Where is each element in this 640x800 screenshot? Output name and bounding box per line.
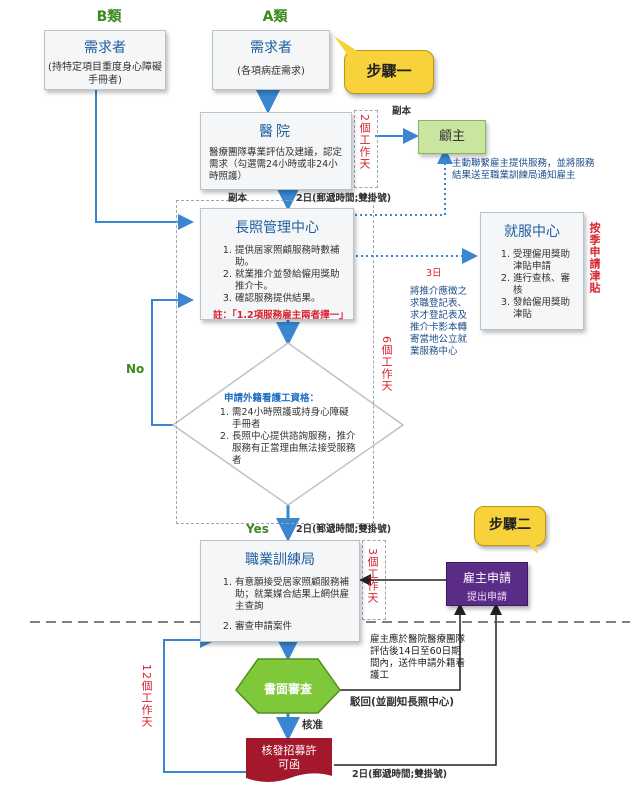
demand-a-title: 需求者 — [250, 40, 292, 56]
transfer-2: 2日(郵遞時間;雙掛號) — [296, 524, 392, 535]
arrow-twelve-day-loop — [163, 632, 246, 773]
arrow-permit-to-apply — [334, 603, 502, 766]
ltc-dashed-frame — [176, 200, 374, 524]
six-days: 6個工作天 — [380, 336, 393, 392]
training-bureau-box[interactable]: 職業訓練局 有意願接受居家照顧服務補助；就業媒合結果上網供雇主查詢 審查申請案件 — [200, 540, 360, 642]
employer-box[interactable]: 顧主 — [418, 120, 486, 154]
permit-label: 核發招募許可函 — [261, 744, 317, 771]
step2-pointer — [520, 536, 538, 554]
arrow-b-to-ltc — [95, 89, 194, 230]
training-item-1: 有意願接受居家照顧服務補助；就業媒合結果上網供雇主查詢 — [235, 577, 353, 613]
referral-note: 將推介應徵之求職登記表、求才登記表及推介卡影本轉寄當地公立就業服務中心 — [410, 286, 468, 357]
qualification-diamond — [171, 342, 405, 506]
qualification-item-2: 長照中心提供諮詢服務，推介服務有正當理由無法接受服務者 — [232, 431, 358, 467]
qualification-title: 申請外籍看護工資格： — [224, 393, 320, 404]
approve-label: 核准 — [302, 719, 323, 731]
copy-label-2: 副本 — [228, 193, 248, 204]
permit-document-shape — [246, 738, 332, 782]
ltc-note: 註：「1.2項服務雇主兩者擇一」 — [213, 310, 349, 321]
yes-label: Yes — [246, 522, 269, 536]
class-a-label: A類 — [262, 9, 288, 25]
employer-note: 主動聯繫雇主提供服務，並將服務結果送至職業訓練局通知雇主 — [452, 158, 595, 181]
hospital-days-frame — [354, 110, 378, 188]
hospital-days: 2個工作天 — [358, 114, 371, 170]
training-item-2: 審查申請案件 — [235, 621, 353, 633]
arrow-reject-to-apply — [340, 603, 466, 691]
review-hexagon — [235, 658, 341, 714]
ltc-item-3: 確認服務提供結果。 — [235, 293, 347, 305]
twelve-days: 12個工作天 — [140, 664, 153, 728]
apply-subsidy: 按季申請津貼 — [588, 222, 601, 294]
demand-a-box[interactable]: 需求者 (各項病症需求) — [212, 30, 330, 90]
step1-pointer — [334, 36, 362, 61]
employment-item-2: 進行查核、審核 — [513, 273, 579, 297]
no-label: No — [126, 362, 145, 376]
ltc-center-title: 長照管理中心 — [235, 220, 319, 236]
hospital-title: 醫院 — [259, 124, 293, 140]
ltc-item-2: 就業推介並發給僱用獎助推介卡。 — [235, 269, 347, 293]
qualification-item-1: 需24小時照護或持身心障礙手冊者 — [232, 407, 358, 431]
hospital-desc: 醫療團隊專業評估及建議，認定需求（勾選需24小時或非24小時照護） — [209, 147, 343, 182]
employment-center-box[interactable]: 就服中心 受理僱用獎助津貼申請 進行查核、審核 發給僱用獎助津貼 — [480, 212, 584, 330]
ltc-center-box[interactable]: 長照管理中心 提供居家照顧服務時數補助。 就業推介並發給僱用獎助推介卡。 確認服… — [200, 208, 354, 321]
training-bureau-title: 職業訓練局 — [245, 552, 315, 568]
three-days: 3日 — [426, 268, 442, 279]
training-days: 3個工作天 — [366, 548, 379, 604]
step2-label: 步驟二 — [489, 517, 531, 533]
employer-apply-sub: 提出申請 — [467, 592, 507, 603]
reject-label: 駁回(並副知長照中心) — [350, 696, 455, 708]
training-days-frame — [362, 540, 386, 620]
employer-apply-box[interactable]: 雇主申請 提出申請 — [446, 562, 528, 606]
employment-center-title: 就服中心 — [504, 224, 560, 240]
employment-item-1: 受理僱用獎助津貼申請 — [513, 249, 579, 273]
demand-a-desc: (各項病症需求) — [237, 66, 305, 77]
step1-callout: 步驟一 — [344, 50, 434, 94]
employer-apply-title: 雇主申請 — [462, 571, 511, 585]
hospital-box[interactable]: 醫院 醫療團隊專業評估及建議，認定需求（勾選需24小時或非24小時照護） — [200, 112, 352, 190]
step1-label: 步驟一 — [366, 62, 412, 80]
employer-apply-note: 雇主應於醫院醫療團隊評估後14日至60日期間內，送件申請外籍看護工 — [370, 634, 466, 681]
class-b-label: B類 — [96, 9, 122, 25]
arrow-ltc-to-employer — [355, 148, 453, 216]
ltc-item-1: 提供居家照顧服務時數補助。 — [235, 245, 347, 269]
transfer-3: 2日(郵遞時間;雙掛號) — [352, 769, 448, 780]
employment-item-3: 發給僱用獎助津貼 — [513, 297, 579, 321]
qualification-content: 申請外籍看護工資格： 需24小時照護或持身心障礙手冊者 長照中心提供諮詢服務，推… — [218, 393, 358, 467]
arrow-no-loop — [151, 292, 194, 426]
transfer-1: 2日(郵遞時間;雙掛號) — [296, 193, 392, 204]
review-label: 書面審查 — [263, 682, 312, 696]
copy-label-1: 副本 — [392, 106, 412, 117]
demand-b-title: 需求者 — [84, 40, 126, 56]
employer-label: 顧主 — [438, 129, 465, 144]
demand-b-desc: (持特定項目重度身心障礙手冊者) — [48, 62, 162, 86]
demand-b-box[interactable]: 需求者 (持特定項目重度身心障礙手冊者) — [44, 30, 166, 90]
